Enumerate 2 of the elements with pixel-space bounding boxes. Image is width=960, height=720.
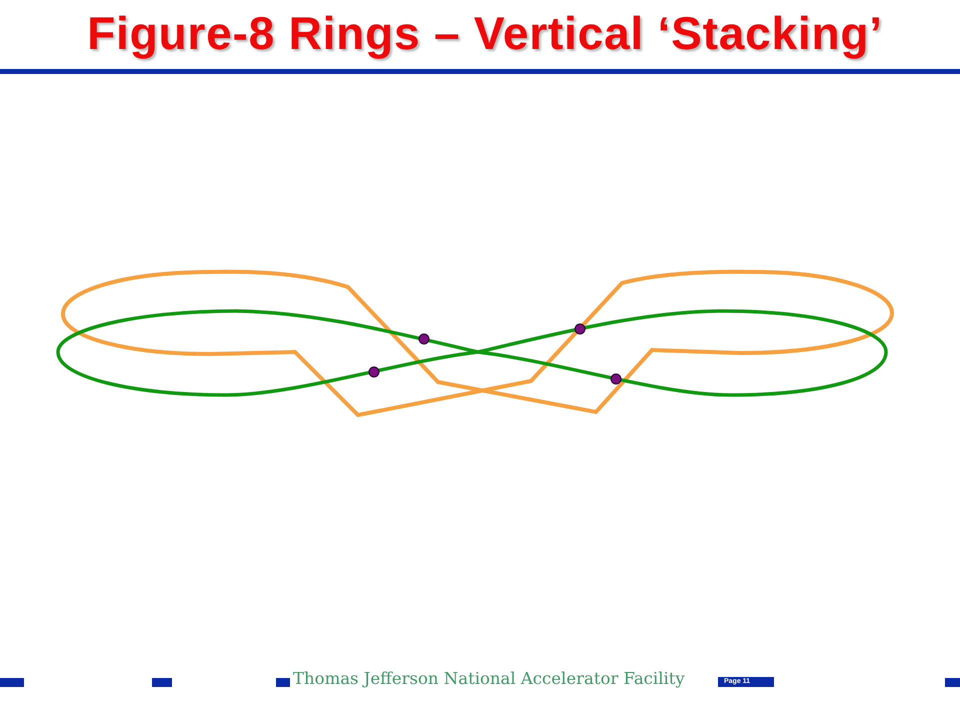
facility-name: Thomas Jefferson National Accelerator Facility — [293, 670, 685, 688]
slide-title: Figure-8 Rings – Vertical ‘Stacking’ — [87, 7, 883, 59]
